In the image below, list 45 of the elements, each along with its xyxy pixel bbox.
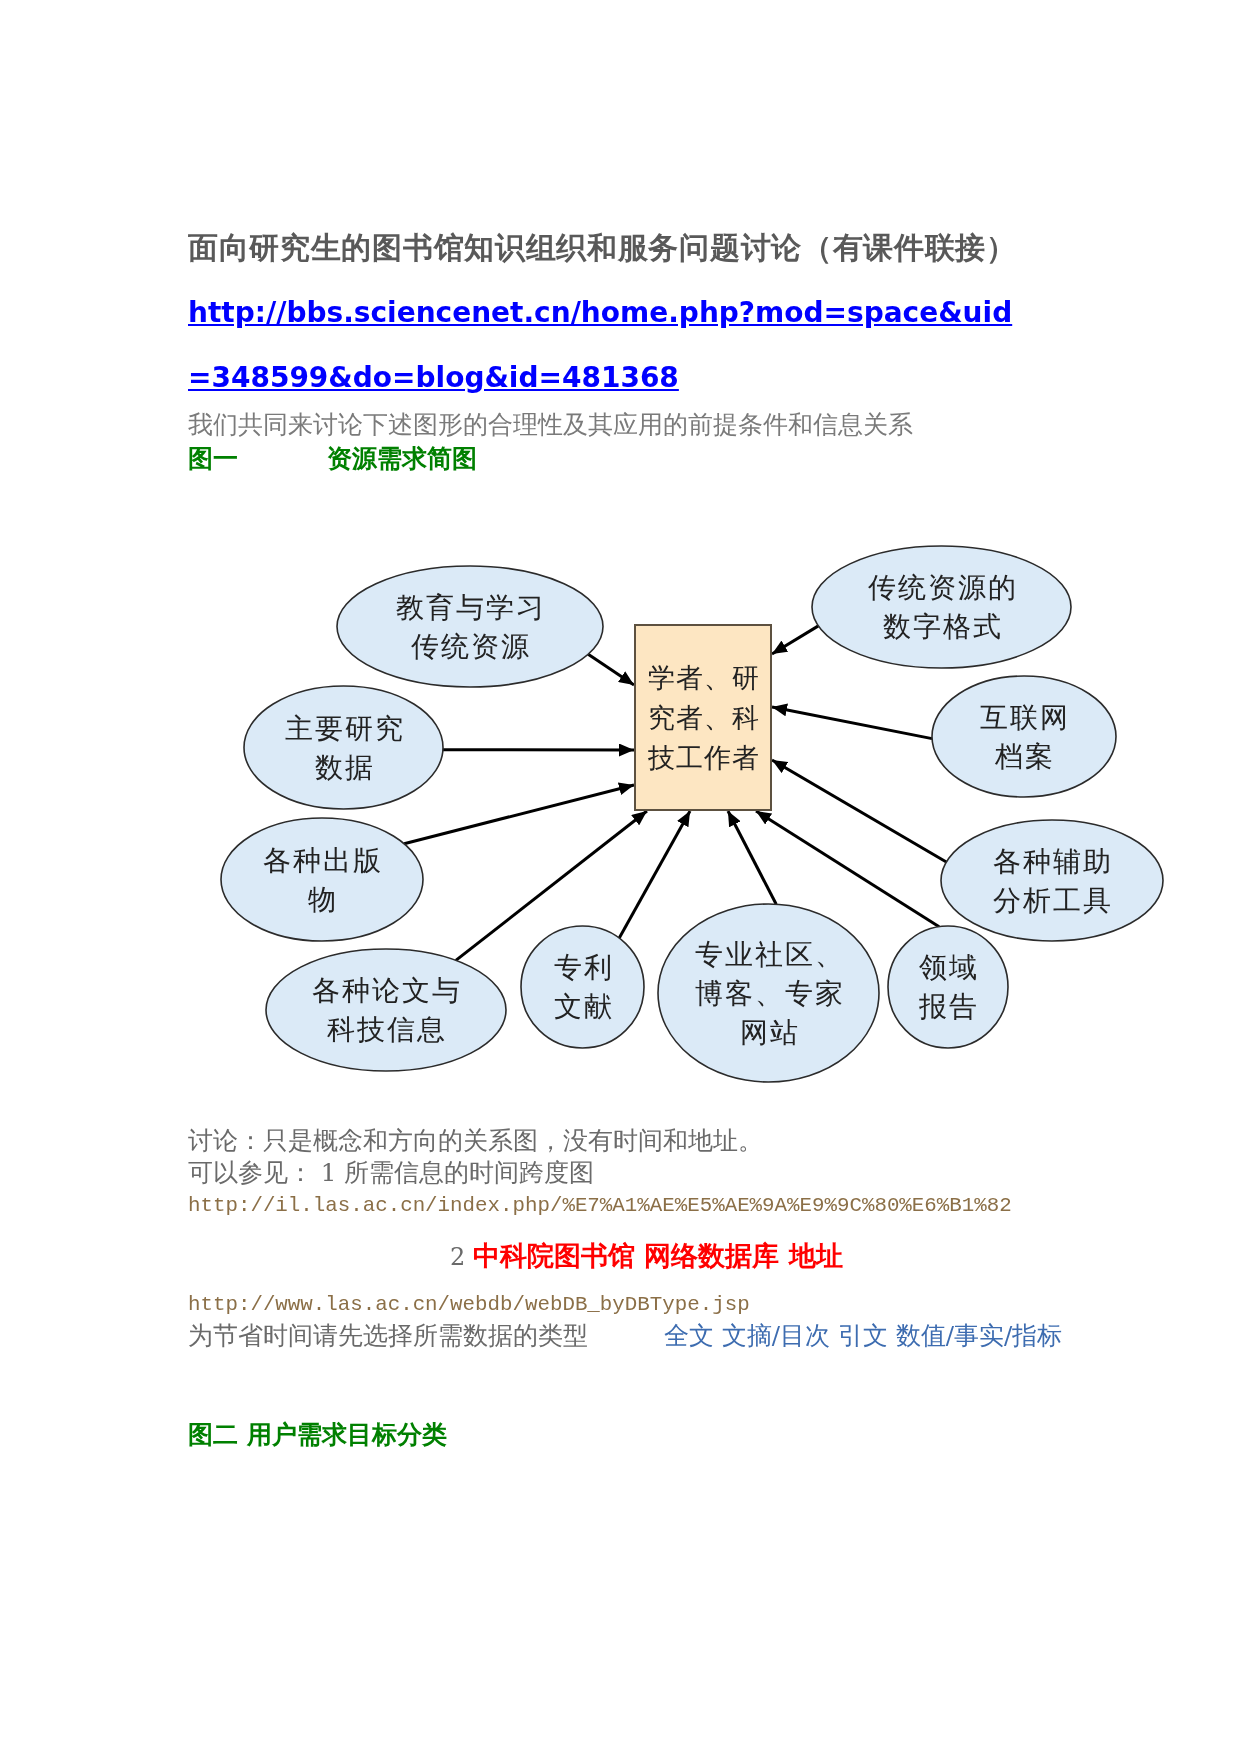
- arrow: [617, 810, 692, 939]
- arrow: [771, 758, 948, 864]
- resource-ellipse: [887, 925, 1009, 1049]
- node-label: 传统资源的数字格式: [866, 570, 1019, 645]
- resource-ellipse: [811, 545, 1072, 669]
- resource-ellipse: [243, 685, 444, 810]
- reference-note: 可以参见： 1 所需信息的时间跨度图: [188, 1158, 595, 1188]
- node-label: 各种辅助分析工具: [992, 843, 1114, 919]
- user-box: [634, 624, 772, 811]
- resource-ellipse: [520, 925, 645, 1049]
- resource-ellipse: [220, 817, 424, 942]
- node-label: 领域报告: [918, 950, 980, 1025]
- node-label: 专业社区、博客、专家网站: [693, 936, 846, 1051]
- arrow: [771, 703, 933, 741]
- node-label: 主要研究数据: [283, 710, 406, 786]
- node-label: 各种出版物: [262, 842, 384, 918]
- node-label: 学者、研究者、科技工作者: [646, 660, 761, 775]
- arrow: [454, 809, 648, 962]
- arrow: [726, 810, 778, 905]
- resource-ellipse: [940, 819, 1164, 942]
- intro-sentence: 我们共同来讨论下述图形的合理性及其应用的前提条件和信息关系: [188, 410, 913, 440]
- discussion-note: 讨论：只是概念和方向的关系图，没有时间和地址。: [188, 1126, 763, 1156]
- figure-heading: 图二 用户需求目标分类: [188, 1420, 447, 1450]
- node-label: 教育与学习传统资源: [395, 589, 547, 665]
- resource-ellipse: [265, 948, 507, 1072]
- node-label: 专利文献: [552, 950, 615, 1025]
- resource-ellipse: [931, 675, 1117, 798]
- url-text: http://www.las.ac.cn/webdb/webDB_byDBType.jsp: [188, 1292, 750, 1318]
- resource-ellipse: [336, 565, 604, 688]
- node-label: 各种论文与科技信息: [311, 973, 463, 1048]
- arrow: [442, 743, 634, 757]
- arrow: [587, 653, 635, 687]
- arrow: [755, 809, 940, 928]
- reference-heading: 2 中科院图书馆 网络数据库 地址: [450, 1239, 843, 1273]
- instruction-text: 为节省时间请先选择所需数据的类型: [188, 1321, 588, 1351]
- arrow: [403, 782, 635, 846]
- link: http://bbs.sciencenet.cn/home.php?mod=space&uid=348599&do=blog&id=481368: [188, 295, 1014, 396]
- arrow: [771, 624, 820, 656]
- node-label: 互联网档案: [979, 699, 1071, 775]
- data-type-links: 全文 文摘/目次 引文 数值/事实/指标: [664, 1321, 1063, 1351]
- figure-number: 图一: [188, 444, 238, 474]
- figure-caption: 资源需求简图: [327, 444, 477, 474]
- page-title: 面向研究生的图书馆知识组织和服务问题讨论（有课件联接）: [188, 230, 1017, 266]
- resource-ellipse: [657, 903, 880, 1083]
- url-text: http://il.las.ac.cn/index.php/%E7%A1%AE%E5%AE%9A%E9%9C%80%E6%B1%82: [188, 1193, 1012, 1219]
